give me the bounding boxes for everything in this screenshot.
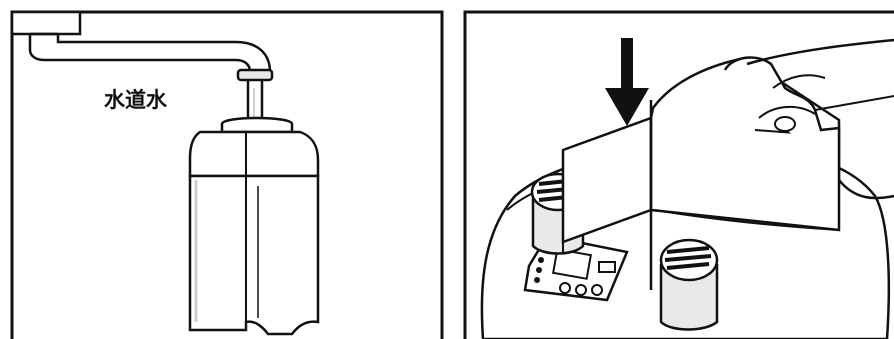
faucet-mount (12, 12, 80, 34)
tank-insert-panel (455, 0, 894, 339)
tap-filling-illustration (0, 0, 450, 339)
water-tank-icon (190, 118, 318, 334)
tap-filling-panel: 水道水 (0, 0, 450, 339)
tank-insert-illustration (455, 0, 894, 339)
knob-right-icon (661, 240, 717, 330)
tap-water-label: 水道水 (104, 84, 167, 114)
